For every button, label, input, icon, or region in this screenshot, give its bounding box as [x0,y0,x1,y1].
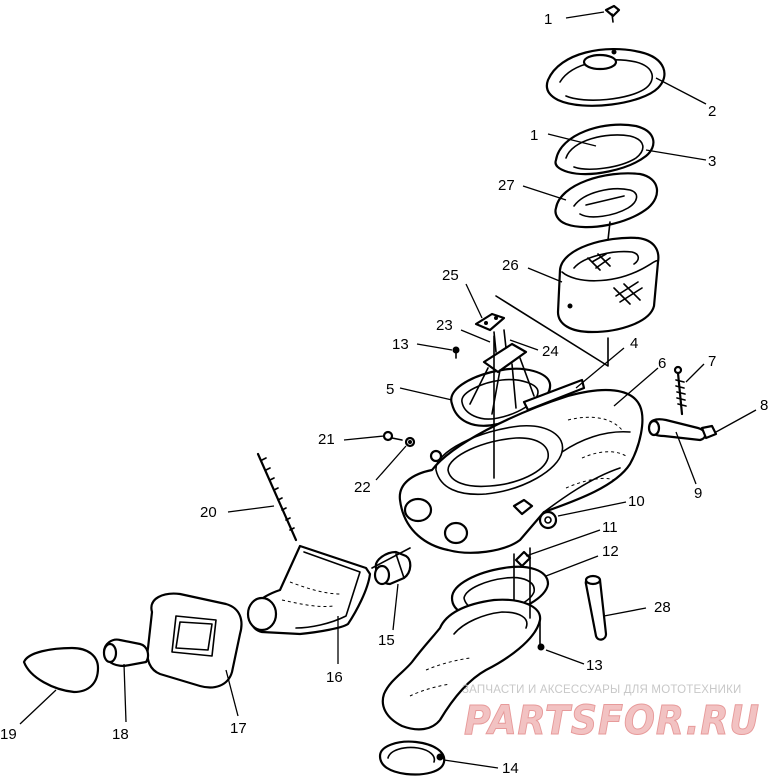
part-4-seal-strip [522,378,586,412]
callout-6: 6 [658,355,666,372]
callout-1: 1 [544,11,552,28]
part-22-washer [404,436,416,448]
callout-14: 14 [502,760,519,776]
part-18-coupler [102,638,150,668]
part-20-rod [256,452,298,542]
part-1-wing-nut-top [604,4,621,23]
callout-7: 7 [708,353,716,370]
leader-lines [19,11,757,769]
callout-18: 18 [112,726,129,743]
callout-9: 9 [694,485,702,502]
part-6-air-box [398,388,644,554]
callout-10: 10 [628,493,645,510]
callout-8: 8 [760,397,768,414]
part-28-tube [584,574,608,641]
callout-3: 3 [708,153,716,170]
part-8-clamp [700,424,718,440]
part-7-bolt [673,365,687,416]
part-13-screw-lower [537,643,545,651]
callout-11: 11 [602,519,618,536]
part-16-intake-duct [246,544,372,636]
part-9-hose [647,418,707,442]
callout-24: 24 [542,343,559,360]
callout-23: 23 [436,317,453,334]
callout-12: 12 [602,543,619,560]
callout-27: 27 [498,177,515,194]
callout-16: 16 [326,669,343,686]
part-26-air-filter-element [556,221,660,334]
part-27-pre-filter [554,172,658,229]
callout-22: 22 [354,479,371,496]
part-25-plate [474,312,506,332]
lower-intake-tube [381,598,542,731]
part-3-gasket-ring [554,123,655,176]
part-14-hose-clamp [378,740,446,776]
part-19-foam-cap [22,646,100,694]
callout-5: 5 [386,381,394,398]
callout-13: 13 [392,336,409,353]
callout-1: 1 [530,127,538,144]
callout-13: 13 [586,657,603,674]
part-2-filter-cover [545,48,666,107]
callout-21: 21 [318,431,335,448]
callout-labels: 1 2 1 3 27 26 25 23 13 24 4 5 6 7 8 21 2… [0,11,768,776]
watermark-logo: PARTSFOR.RU [464,698,760,744]
part-10-grommet [538,510,558,530]
part-11-clamp [514,550,532,568]
callout-28: 28 [654,599,671,616]
callout-19: 19 [0,726,17,743]
callout-26: 26 [502,257,519,274]
callout-15: 15 [378,632,395,649]
part-15-adapter [373,550,412,586]
watermark-caption: ЗАПЧАСТИ И АКСЕССУАРЫ ДЛЯ МОТОТЕХНИКИ [462,684,742,696]
callout-17: 17 [230,720,247,737]
callout-20: 20 [200,504,217,521]
part-17-boot-frame [146,592,243,689]
part-13-screw-top [452,346,460,359]
callout-2: 2 [708,103,716,120]
callout-25: 25 [442,267,459,284]
callout-4: 4 [630,335,638,352]
part-21-screw [382,430,403,442]
watermark: ЗАПЧАСТИ И АКСЕССУАРЫ ДЛЯ МОТОТЕХНИКИ PA… [462,684,760,745]
